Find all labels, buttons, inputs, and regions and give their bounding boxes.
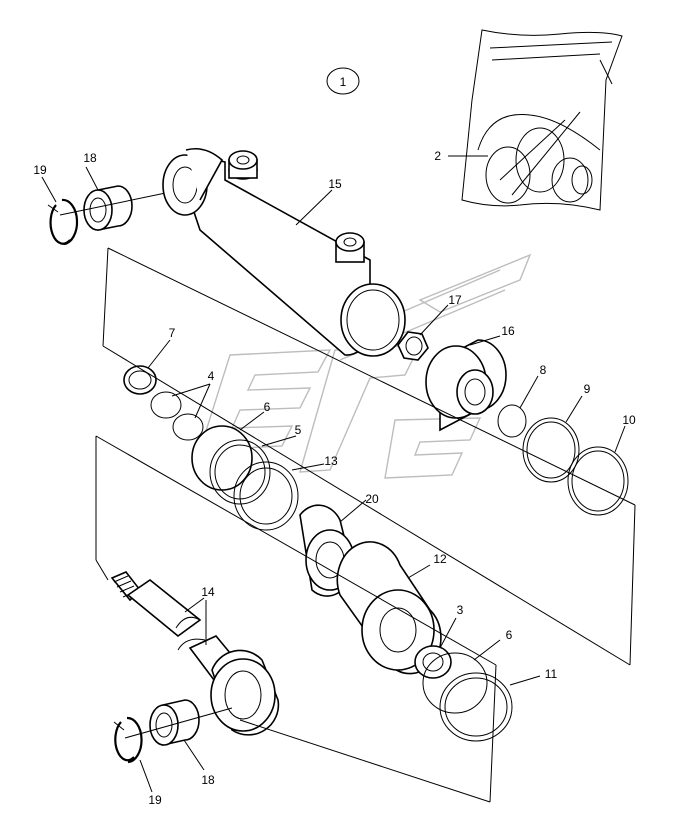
svg-text:3: 3 <box>457 603 464 617</box>
svg-text:11: 11 <box>545 667 558 681</box>
svg-text:6: 6 <box>264 400 271 414</box>
bushing-top: 18 <box>59 151 181 231</box>
svg-text:14: 14 <box>201 585 215 599</box>
svg-text:4: 4 <box>208 369 215 383</box>
svg-text:13: 13 <box>324 454 338 468</box>
seal-kit-bag: 2 <box>434 29 623 211</box>
ring-13: 13 <box>233 454 338 531</box>
svg-text:18: 18 <box>201 773 215 787</box>
svg-text:19: 19 <box>148 793 162 807</box>
svg-text:10: 10 <box>622 413 636 427</box>
cylinder-barrel: 15 <box>162 147 406 357</box>
o-ring-6-top: 6 <box>191 400 271 491</box>
piston-rod-14: 14 <box>110 571 280 736</box>
callout-2: 2 <box>434 149 441 163</box>
o-ring-6-bottom: 6 <box>422 628 513 714</box>
svg-text:20: 20 <box>365 492 379 506</box>
svg-text:5: 5 <box>295 423 302 437</box>
o-ring-8: 8 <box>497 363 547 438</box>
gland: 16 <box>425 324 515 432</box>
svg-text:8: 8 <box>540 363 547 377</box>
callout-17: 17 <box>448 293 462 307</box>
piston-12: 12 <box>336 541 447 675</box>
svg-text:9: 9 <box>584 382 591 396</box>
wear-ring-3: 3 <box>414 603 464 679</box>
circlip-bottom: 19 <box>113 716 162 807</box>
svg-text:12: 12 <box>433 552 447 566</box>
ring-10: 10 <box>567 413 636 516</box>
ring-11: 11 <box>439 667 558 742</box>
circlip-top: 19 <box>33 163 79 246</box>
assembly-lines <box>95 247 636 803</box>
nut: 17 <box>397 293 462 361</box>
svg-text:6: 6 <box>506 628 513 642</box>
bushing-bottom: 18 <box>124 699 233 787</box>
svg-text:7: 7 <box>169 326 176 340</box>
callout-19-top: 19 <box>33 163 47 177</box>
callout-15: 15 <box>328 177 342 191</box>
rings-4: 4 <box>150 369 215 441</box>
svg-text:1: 1 <box>340 75 347 89</box>
callout-16: 16 <box>501 324 515 338</box>
callout-18-top: 18 <box>83 151 97 165</box>
wiper-7: 7 <box>123 326 176 395</box>
assembly-number-badge: 1 <box>326 67 360 95</box>
